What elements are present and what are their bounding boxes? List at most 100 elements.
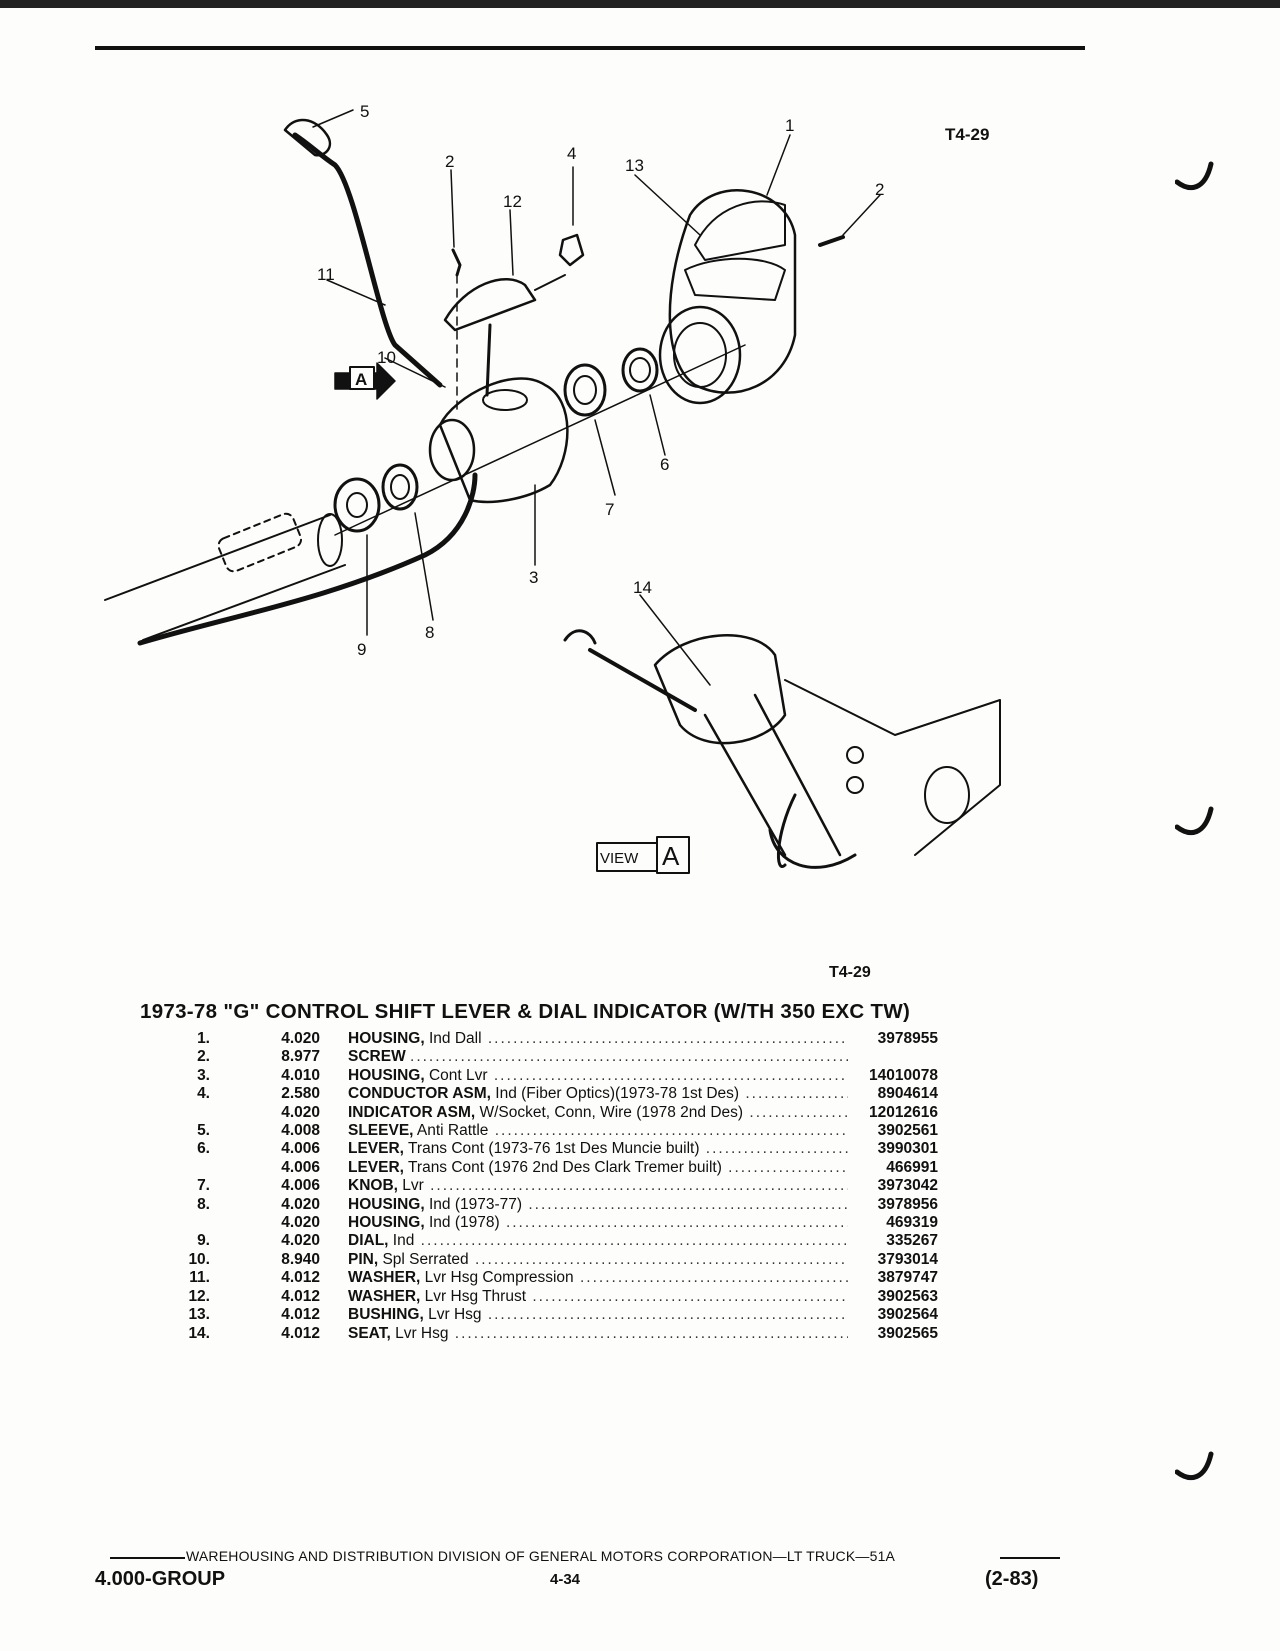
- part-description: HOUSING, Ind (1978) ....................…: [348, 1214, 848, 1232]
- callout-4: 4: [567, 144, 576, 163]
- leader-dots: ........................................…: [728, 1158, 848, 1176]
- shift-lever-6: [292, 132, 443, 388]
- callout-5: 10: [377, 348, 396, 367]
- part-description: WASHER, Lvr Hsg Thrust .................…: [348, 1288, 848, 1306]
- callout-10: 14: [633, 578, 652, 597]
- arrow-letter: A: [355, 370, 367, 389]
- parts-row: 4. 2.580 CONDUCTOR ASM, Ind (Fiber Optics)…: [150, 1085, 938, 1103]
- part-number: 3902563: [877, 1287, 938, 1305]
- part-description: LEVER, Trans Cont (1976 2nd Des Clark Tr…: [348, 1159, 848, 1177]
- part-name: SLEEVE,: [348, 1122, 414, 1140]
- part-detail: Anti Rattle: [416, 1122, 489, 1140]
- group-number: 4.010: [281, 1066, 320, 1084]
- callout-1: 1: [785, 116, 794, 135]
- part-name: BUSHING,: [348, 1306, 424, 1324]
- item-number: 1.: [197, 1030, 210, 1047]
- leader-dots: ........................................…: [579, 1269, 848, 1287]
- leader-dots: ........................................…: [532, 1287, 848, 1305]
- leader-dots: ........................................…: [494, 1122, 848, 1140]
- part-name: HOUSING,: [348, 1030, 425, 1047]
- part-description: INDICATOR ASM, W/Socket, Conn, Wire (197…: [348, 1104, 848, 1122]
- part-number: [848, 1048, 938, 1066]
- exploded-view-illustration: 5 2 4 12 13 1 2 11 10 3 7 6 8 9 14 VIEW …: [104, 102, 1001, 874]
- group-number: 4.020: [281, 1195, 320, 1213]
- column-tube-lower-edge: [142, 564, 346, 641]
- dash-panel: [784, 679, 1001, 856]
- part-number: 469319: [886, 1214, 938, 1232]
- part-number: 8904614: [877, 1085, 938, 1103]
- part-description: SCREW ..................................…: [348, 1048, 848, 1066]
- part-name: HOUSING,: [348, 1066, 425, 1084]
- part-detail: Ind (1973-77): [428, 1195, 523, 1213]
- group-number: 4.012: [281, 1306, 320, 1324]
- group-number: 2.580: [281, 1085, 320, 1103]
- callout-14: 9: [357, 640, 366, 659]
- column-tube-upper-edge: [104, 514, 331, 601]
- part-name: HOUSING,: [348, 1195, 425, 1213]
- item-number: 7.: [197, 1177, 210, 1195]
- group-number: 4.020: [281, 1214, 320, 1232]
- hidden-shaft: [217, 512, 303, 573]
- group-number: 8.940: [281, 1250, 320, 1268]
- item-number: [150, 1214, 210, 1232]
- group-number: 4.006: [281, 1177, 320, 1195]
- item-number: 13.: [188, 1306, 210, 1324]
- part-description: BUSHING, Lvr Hsg .......................…: [348, 1306, 848, 1324]
- part-number: 3902564: [877, 1306, 938, 1324]
- footer-rule-left: [110, 1557, 185, 1559]
- part-detail: Trans Cont (1973-76 1st Des Muncie built…: [408, 1140, 700, 1158]
- footer-date: (2-83): [985, 1568, 1039, 1590]
- part-name: INDICATOR ASM,: [348, 1103, 476, 1121]
- leader-dots: ........................................…: [705, 1140, 848, 1158]
- item-number: 4.: [197, 1085, 210, 1103]
- leader-dots: ........................................…: [474, 1250, 848, 1268]
- part-detail: Lvr Hsg Compression: [424, 1269, 574, 1287]
- column-end: [317, 513, 343, 567]
- item-number: 12.: [188, 1287, 210, 1305]
- item-number: 14.: [188, 1324, 210, 1342]
- part-number: 3978956: [877, 1195, 938, 1213]
- group-number: 4.020: [281, 1030, 320, 1047]
- compression-washer-11: [621, 347, 659, 393]
- part-description: DIAL, Ind ..............................…: [348, 1232, 848, 1250]
- part-detail: Lvr Hsg: [428, 1306, 482, 1324]
- part-number: 3879747: [877, 1269, 938, 1287]
- item-number: 10.: [188, 1250, 210, 1268]
- callout-6: 11: [317, 265, 335, 284]
- callout-2-right: 2: [875, 180, 884, 199]
- group-number: 4.006: [281, 1140, 320, 1158]
- leader-dots: ........................................…: [528, 1195, 848, 1213]
- leader-dots: ........................................…: [745, 1085, 848, 1103]
- group-number: 4.008: [281, 1122, 320, 1140]
- group-number: 4.012: [281, 1287, 320, 1305]
- part-detail: Ind (1978): [428, 1214, 500, 1232]
- seat-14: [333, 477, 381, 533]
- conductor-4: [558, 233, 585, 267]
- leader-dots: ........................................…: [505, 1214, 848, 1232]
- part-description: HOUSING, Ind Dall ......................…: [348, 1030, 848, 1048]
- view-letter: A: [662, 841, 680, 871]
- part-description: CONDUCTOR ASM, Ind (Fiber Optics)(1973-7…: [348, 1085, 848, 1103]
- callout-12: 7: [605, 500, 614, 519]
- leader-dots: ........................................…: [454, 1324, 848, 1342]
- parts-row: 4.020 HOUSING, Ind (1978) ...............…: [150, 1214, 938, 1232]
- parts-row: 12. 4.012 WASHER, Lvr Hsg Thrust .........…: [150, 1288, 938, 1306]
- part-detail: Ind: [392, 1232, 415, 1250]
- footer-page-number: 4-34: [550, 1571, 581, 1588]
- callout-11: 6: [660, 455, 669, 474]
- part-detail: Lvr Hsg Thrust: [424, 1287, 527, 1305]
- parts-row: 1. 4.020 HOUSING, Ind Dall ...............…: [150, 1030, 938, 1048]
- part-name: WASHER,: [348, 1287, 421, 1305]
- item-number: [150, 1159, 210, 1177]
- control-lever-housing-3: [438, 377, 569, 504]
- part-name: SCREW: [348, 1048, 406, 1066]
- part-name: CONDUCTOR ASM,: [348, 1085, 491, 1103]
- footer-rule-right: [1000, 1557, 1060, 1559]
- item-number: 3.: [197, 1066, 210, 1084]
- item-number: [150, 1104, 210, 1122]
